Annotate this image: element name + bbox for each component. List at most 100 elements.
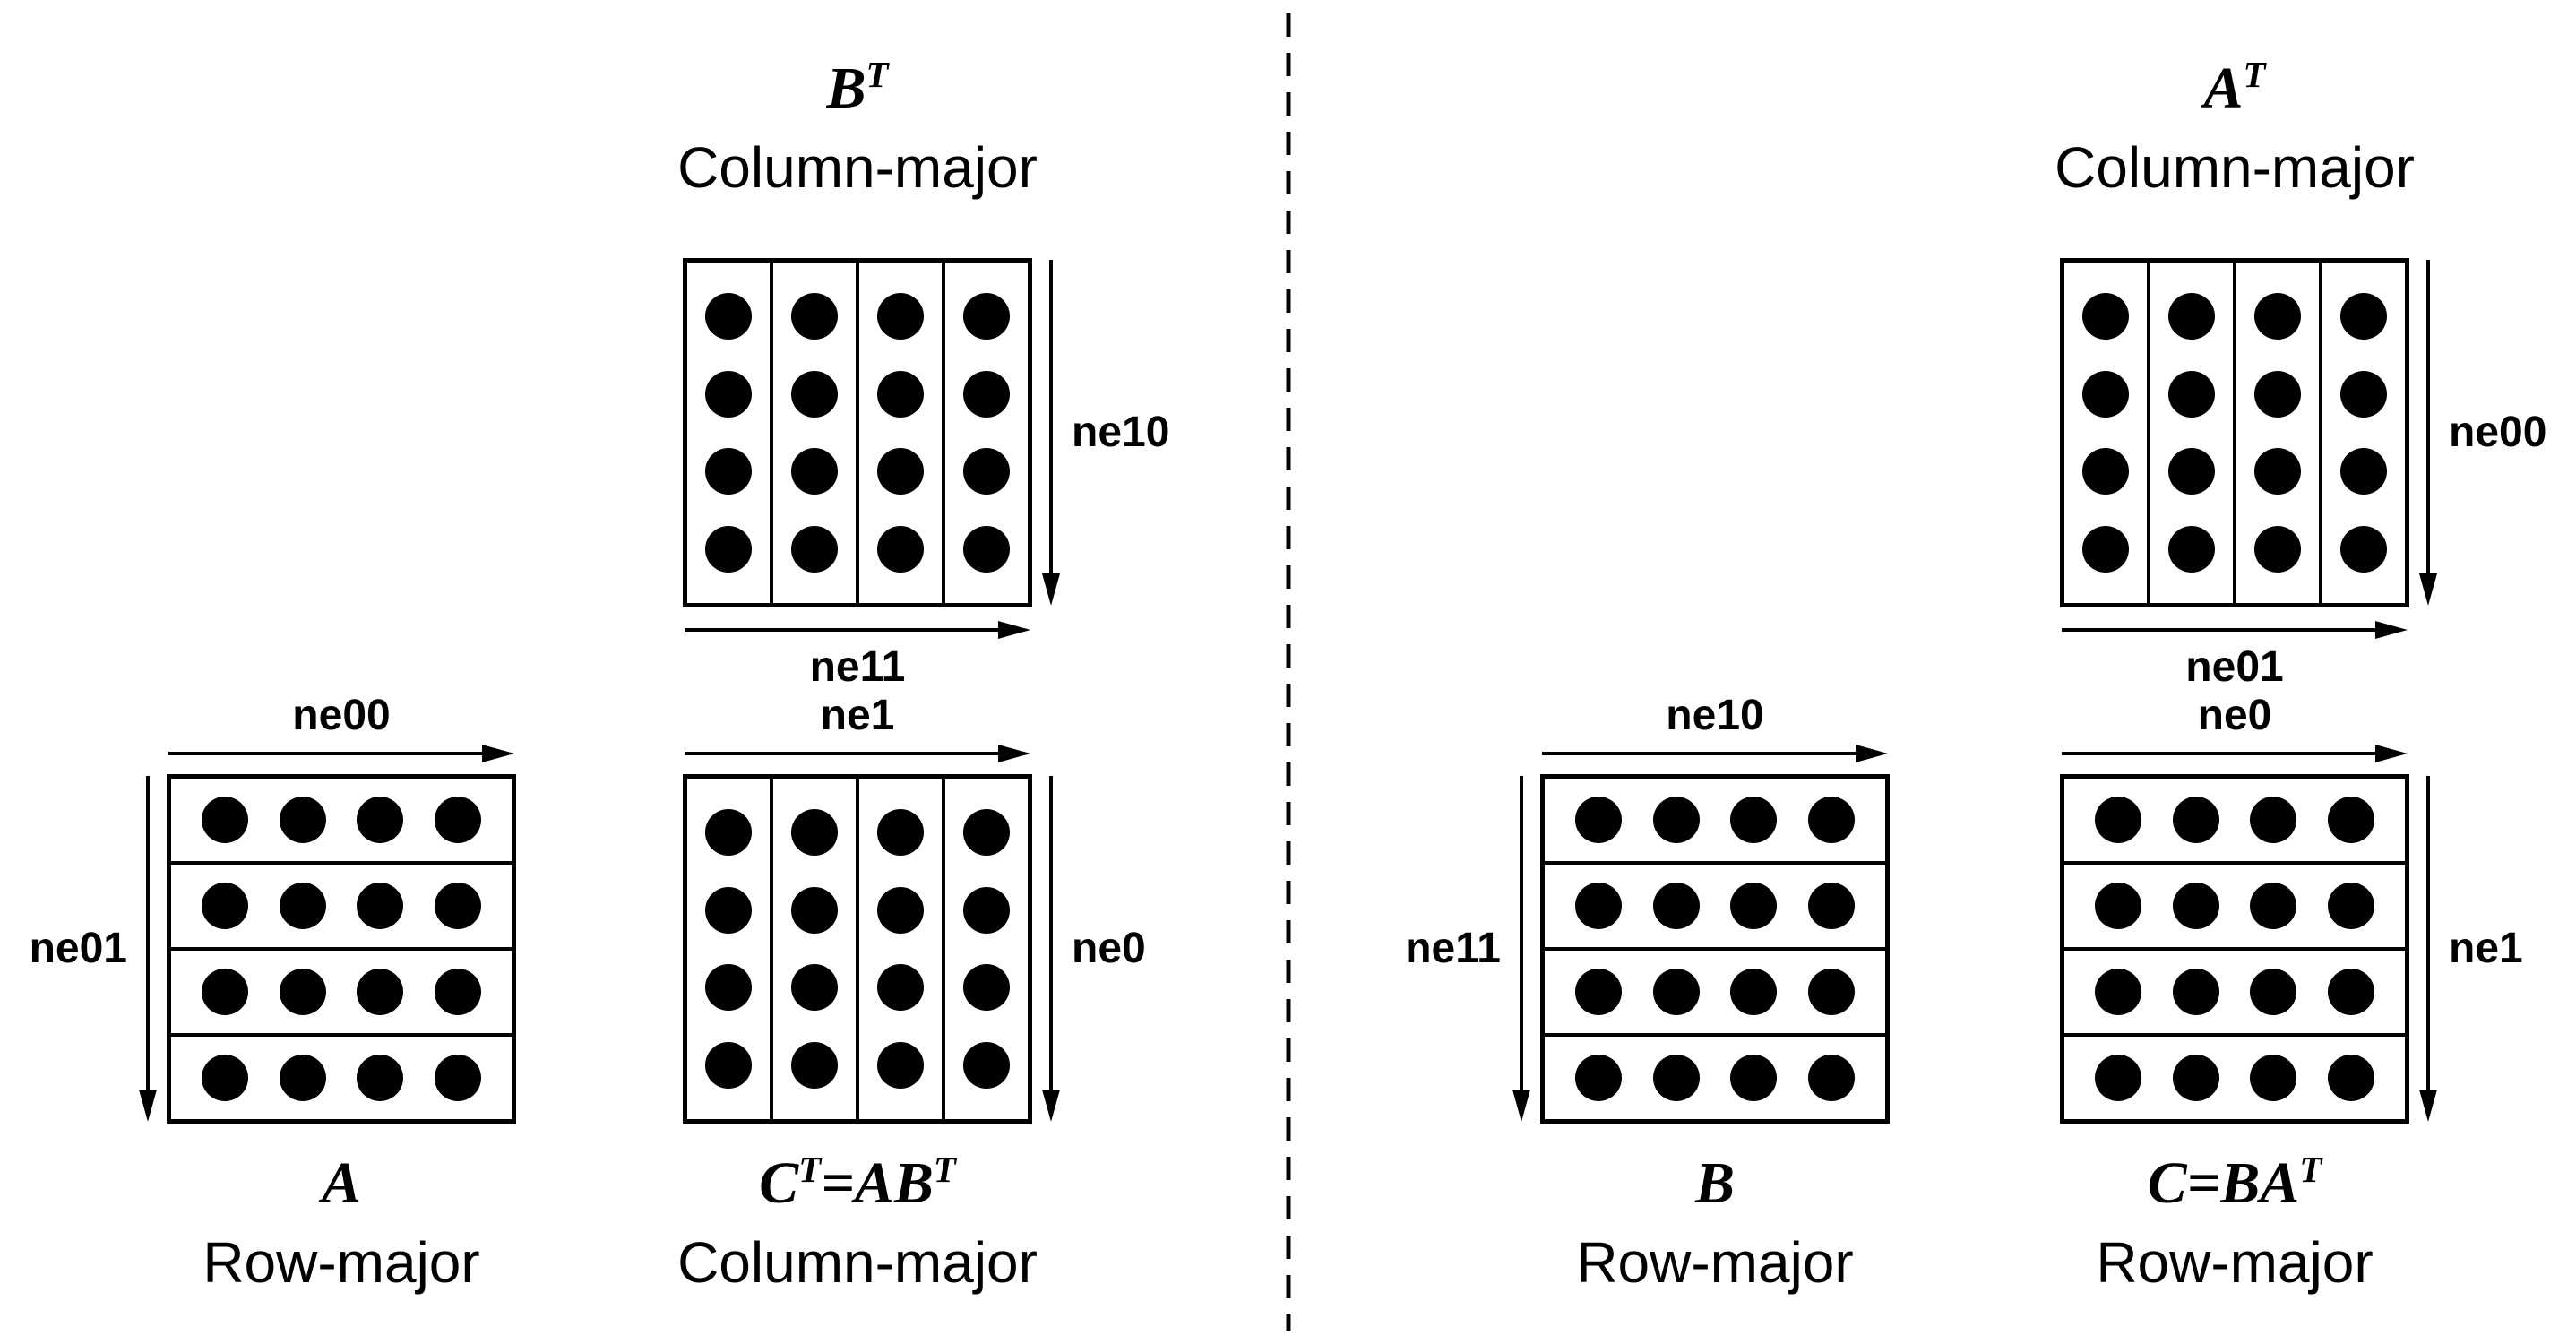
down-arrow-icon bbox=[1042, 776, 1060, 1122]
matrix-element-dot bbox=[2327, 797, 2374, 843]
right-arrow-icon bbox=[2062, 745, 2408, 762]
panel-divider bbox=[1286, 13, 1291, 1331]
matrix-cell-line bbox=[2236, 263, 2322, 603]
matrix-name-a-transpose: AT bbox=[2203, 55, 2266, 122]
matrix-element-dot bbox=[1575, 969, 1623, 1015]
dim-arrow-ne00: ne00 bbox=[167, 693, 516, 765]
matrix-element-dot bbox=[2250, 969, 2297, 1015]
matrix-element-dot bbox=[1652, 969, 1700, 1015]
matrix-element-dot bbox=[202, 969, 249, 1015]
dim-arrow-ne01: ne01 bbox=[30, 774, 159, 1124]
matrix-cell-line bbox=[687, 779, 773, 1119]
matrix-element-dot bbox=[357, 1055, 404, 1101]
matrix-element-dot bbox=[2250, 883, 2297, 929]
matrix-element-dot bbox=[202, 797, 249, 843]
matrix-element-dot bbox=[2327, 1055, 2374, 1101]
matrix-element-dot bbox=[2254, 448, 2301, 495]
matrix-title-a-transpose: AT Column-major bbox=[1894, 48, 2575, 209]
dim-label-ne10-right: ne10 bbox=[1666, 691, 1764, 739]
matrix-element-dot bbox=[2172, 969, 2219, 1015]
matrix-element-dot bbox=[434, 797, 481, 843]
matrix-element-dot bbox=[2095, 1055, 2142, 1101]
matrix-element-dot bbox=[1575, 883, 1623, 929]
matrix-element-dot bbox=[1807, 797, 1855, 843]
down-arrow-icon bbox=[2419, 776, 2437, 1122]
matrix-name-b-transpose: BT bbox=[826, 55, 889, 122]
matrix-element-dot bbox=[2095, 969, 2142, 1015]
matrix-element-dot bbox=[963, 525, 1010, 573]
matrix-element-dot bbox=[357, 797, 404, 843]
matrix-element-dot bbox=[2172, 883, 2219, 929]
right-arrow-icon bbox=[685, 745, 1030, 762]
matrix-element-dot bbox=[2082, 293, 2129, 340]
matrix-cell-line bbox=[1545, 865, 1885, 951]
down-arrow-icon bbox=[2419, 260, 2437, 606]
matrix-element-dot bbox=[1730, 1055, 1778, 1101]
matrix-b bbox=[1540, 774, 1890, 1124]
matrix-cell-line bbox=[171, 865, 512, 951]
matrix-c bbox=[2060, 774, 2409, 1124]
dim-label-ne0-right: ne0 bbox=[2197, 691, 2272, 739]
dim-label-ne1-right: ne1 bbox=[2449, 924, 2523, 972]
matrix-element-dot bbox=[1652, 797, 1700, 843]
matrix-cell-line bbox=[687, 263, 773, 603]
matrix-element-dot bbox=[2340, 293, 2387, 340]
dim-label-ne10: ne10 bbox=[1072, 408, 1170, 456]
matrix-element-dot bbox=[705, 809, 752, 857]
right-arrow-icon bbox=[2062, 621, 2408, 639]
matrix-element-dot bbox=[1730, 883, 1778, 929]
matrix-element-dot bbox=[963, 448, 1010, 495]
dim-label-ne11: ne11 bbox=[809, 643, 906, 691]
matrix-element-dot bbox=[877, 886, 924, 934]
dim-arrow-ne01-right: ne01 bbox=[2060, 618, 2409, 690]
matrix-caption-c: C=BAT Row-major bbox=[1894, 1143, 2575, 1304]
matrix-element-dot bbox=[2327, 969, 2374, 1015]
matrix-element-dot bbox=[1807, 969, 1855, 1015]
dim-arrow-ne1: ne1 bbox=[683, 693, 1032, 765]
matrix-element-dot bbox=[202, 1055, 249, 1101]
matrix-c-transpose bbox=[683, 774, 1032, 1124]
matrix-element-dot bbox=[705, 370, 752, 418]
matrix-element-dot bbox=[357, 883, 404, 929]
dim-label-ne01: ne01 bbox=[29, 924, 127, 972]
matrix-element-dot bbox=[2168, 293, 2215, 340]
matrix-element-dot bbox=[963, 886, 1010, 934]
matrix-element-dot bbox=[705, 886, 752, 934]
matrix-element-dot bbox=[202, 883, 249, 929]
matrix-element-dot bbox=[877, 448, 924, 495]
matrix-cell-line bbox=[859, 263, 945, 603]
matrix-element-dot bbox=[705, 964, 752, 1012]
layout-label-c-transpose: Column-major bbox=[677, 1230, 1038, 1296]
dim-arrow-ne11: ne11 bbox=[683, 618, 1032, 690]
matrix-element-dot bbox=[2327, 883, 2374, 929]
matrix-element-dot bbox=[2168, 370, 2215, 418]
matrix-cell-line bbox=[1545, 1037, 1885, 1119]
matrix-b-transpose bbox=[683, 258, 1032, 607]
matrix-element-dot bbox=[791, 525, 838, 573]
layout-label-b: Row-major bbox=[1576, 1230, 1854, 1296]
dim-label-ne0: ne0 bbox=[1072, 924, 1146, 972]
matrix-element-dot bbox=[2254, 293, 2301, 340]
matrix-cell-line bbox=[1545, 951, 1885, 1037]
matrix-element-dot bbox=[1730, 969, 1778, 1015]
matrix-cell-line bbox=[1545, 779, 1885, 865]
matrix-element-dot bbox=[1807, 883, 1855, 929]
matrix-element-dot bbox=[1730, 797, 1778, 843]
matrix-title-b-transpose: BT Column-major bbox=[517, 48, 1198, 209]
matrix-group-a-transpose: AT Column-major ne00 ne01 bbox=[2055, 55, 2546, 690]
matrix-element-dot bbox=[963, 809, 1010, 857]
matrix-cell-line bbox=[2064, 779, 2405, 865]
matrix-cell-line bbox=[945, 263, 1028, 603]
matrix-element-dot bbox=[963, 964, 1010, 1012]
down-arrow-icon bbox=[139, 776, 157, 1122]
layout-label-a: Row-major bbox=[202, 1230, 480, 1296]
matrix-element-dot bbox=[2095, 883, 2142, 929]
matrix-element-dot bbox=[434, 883, 481, 929]
matrix-element-dot bbox=[2168, 448, 2215, 495]
matrix-element-dot bbox=[877, 293, 924, 340]
matrix-cell-line bbox=[859, 779, 945, 1119]
dim-label-ne11-right: ne11 bbox=[1405, 924, 1501, 972]
matrix-element-dot bbox=[1807, 1055, 1855, 1101]
matrix-element-dot bbox=[963, 1041, 1010, 1089]
